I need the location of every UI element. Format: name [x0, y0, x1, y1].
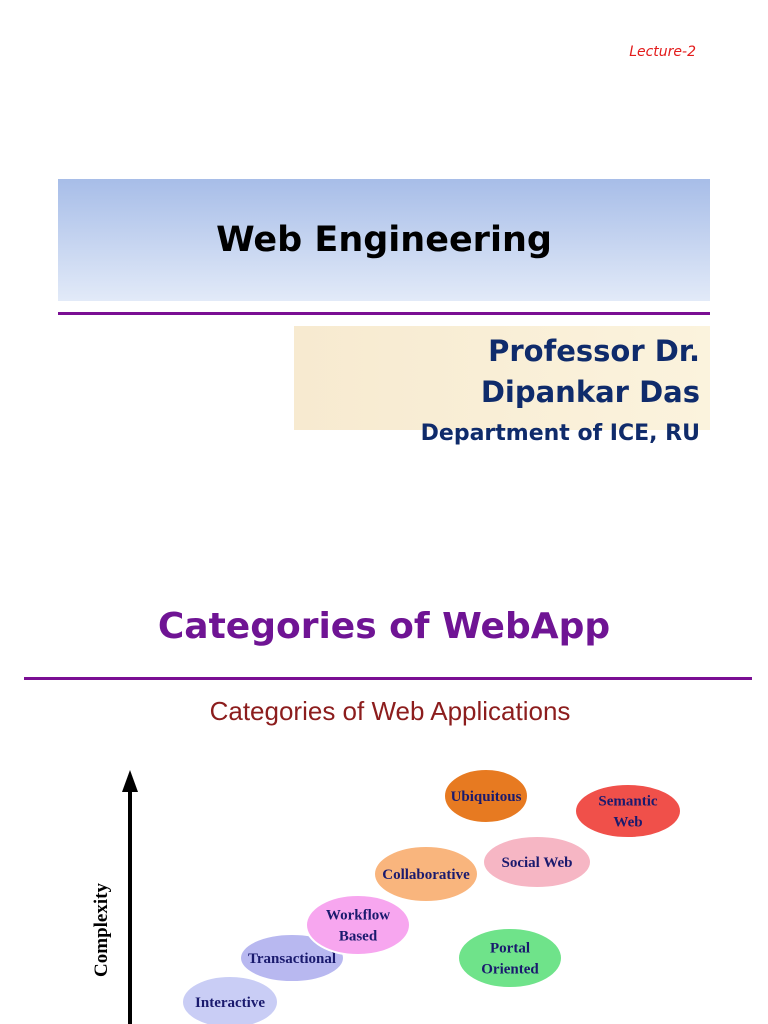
- slide-title: Web Engineering: [216, 220, 552, 260]
- author-box: [294, 326, 710, 430]
- category-label: Semantic: [598, 794, 658, 810]
- category-oval-shape: [239, 933, 345, 983]
- category-oval-shape: [181, 975, 279, 1024]
- category-label: Oriented: [481, 962, 539, 978]
- category-oval-shape: [574, 783, 682, 839]
- category-oval: Transactional: [239, 933, 345, 983]
- axis-label: Complexity: [91, 883, 112, 977]
- author-title-line: Professor Dr.: [488, 334, 700, 368]
- category-ovals: InteractiveTransactionalWorkflowBasedCol…: [181, 768, 682, 1024]
- category-oval-shape: [443, 768, 529, 824]
- complexity-axis: [122, 770, 138, 1024]
- category-oval-shape: [373, 845, 479, 903]
- category-oval: Interactive: [181, 975, 279, 1024]
- category-label: Web: [613, 815, 642, 831]
- author-name-line: Dipankar Das: [480, 375, 700, 409]
- category-label: Interactive: [195, 995, 265, 1011]
- category-oval: Social Web: [482, 835, 592, 889]
- category-label: Social Web: [502, 855, 573, 871]
- title-band: Web Engineering: [58, 179, 710, 301]
- category-label: Portal: [490, 941, 530, 957]
- figure-title: Categories of Web Applications: [209, 696, 571, 726]
- category-oval: Collaborative: [373, 845, 479, 903]
- category-label: Based: [339, 929, 378, 945]
- divider-top: [58, 312, 710, 315]
- divider-section: [24, 677, 752, 680]
- category-oval-shape: [482, 835, 592, 889]
- category-label: Workflow: [326, 908, 390, 924]
- category-label: Transactional: [248, 951, 336, 967]
- category-oval: Ubiquitous: [443, 768, 529, 824]
- lecture-label: Lecture-2: [629, 44, 696, 60]
- category-label: Ubiquitous: [451, 789, 522, 805]
- arrow-up-icon: [122, 770, 138, 792]
- category-oval-shape: [305, 894, 411, 956]
- category-label: Collaborative: [382, 867, 470, 883]
- category-oval-shape: [457, 927, 563, 989]
- author-department: Department of ICE, RU: [420, 421, 700, 446]
- section-title: Categories of WebApp: [157, 606, 611, 647]
